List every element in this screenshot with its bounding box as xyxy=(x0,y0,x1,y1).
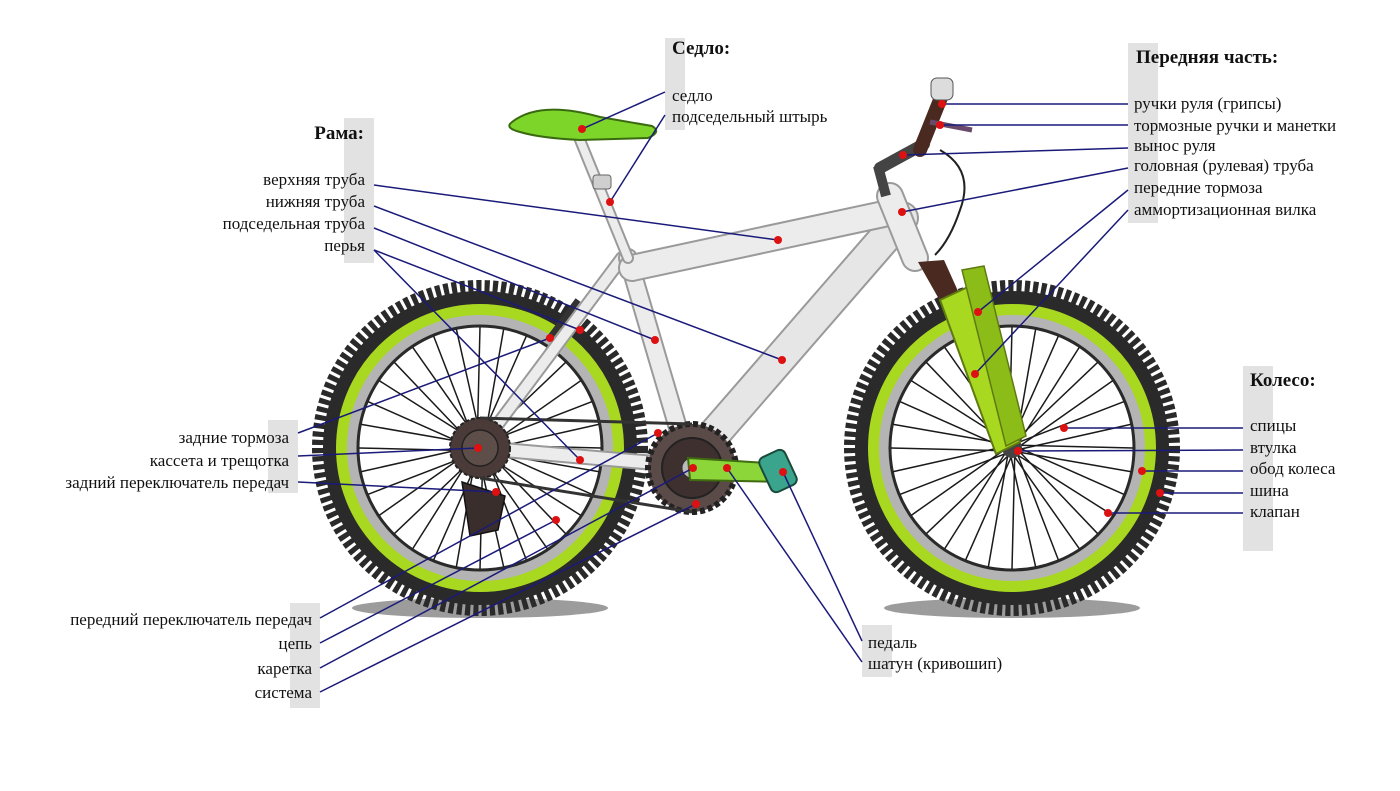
label-front-derailleur: передний переключатель передач xyxy=(70,610,312,629)
spoke xyxy=(1019,447,1125,495)
label-suspension-fork: аммортизационная вилка xyxy=(1134,200,1317,219)
label-bottom-bracket: каретка xyxy=(257,659,312,678)
label-seat-tube: подседельная труба xyxy=(222,214,365,233)
saddle xyxy=(508,108,658,142)
label-stem: вынос руля xyxy=(1134,136,1216,155)
label-rim: обод колеса xyxy=(1250,459,1336,478)
label-chain: цепь xyxy=(278,634,313,653)
label-rear-derailleur: задний переключатель передач xyxy=(65,473,289,492)
label-pedal: педаль xyxy=(868,633,917,652)
front-wheel xyxy=(844,280,1180,616)
label-crank-arm: шатун (кривошип) xyxy=(868,654,1003,673)
label-cassette: кассета и трещотка xyxy=(149,451,289,470)
spoke xyxy=(899,452,1007,496)
label-hub: втулка xyxy=(1250,438,1297,457)
spoke xyxy=(890,447,1005,452)
label-bars xyxy=(268,38,1273,708)
label-tire: шина xyxy=(1250,481,1289,500)
label-saddle: седло xyxy=(672,86,713,105)
label-stays: перья xyxy=(324,236,365,255)
spoke xyxy=(965,455,1013,561)
front-section-title: Передняя часть: xyxy=(1136,47,1279,68)
label-valve: клапан xyxy=(1250,502,1300,521)
leader-lines xyxy=(297,91,1244,693)
label-grips: ручки руля (грипсы) xyxy=(1134,94,1282,113)
label-top-tube: верхняя труба xyxy=(263,170,365,189)
saddle-section-title: Седло: xyxy=(672,38,731,59)
wheel-section-title: Колесо: xyxy=(1250,370,1316,391)
label-spokes: спицы xyxy=(1250,416,1297,435)
spoke xyxy=(899,401,1005,449)
spoke xyxy=(925,454,1010,535)
label-head-tube: головная (рулевая) труба xyxy=(1134,156,1314,175)
spoke xyxy=(1018,450,1099,535)
label-seat-post: подседельный штырь xyxy=(672,107,828,126)
spoke xyxy=(1017,400,1125,444)
markers xyxy=(474,100,1164,524)
label-front-brakes: передние тормоза xyxy=(1134,178,1263,197)
label-crankset: система xyxy=(254,683,312,702)
spoke xyxy=(1014,361,1099,442)
spoke xyxy=(1016,453,1060,561)
front-spokes xyxy=(890,326,1134,570)
label-down-tube: нижняя труба xyxy=(265,192,365,211)
spoke xyxy=(1011,455,1016,570)
frame-section-title: Рама: xyxy=(314,123,364,144)
label-brake-levers-shifters: тормозные ручки и манетки xyxy=(1134,116,1337,135)
label-rear-brakes: задние тормоза xyxy=(178,428,289,447)
